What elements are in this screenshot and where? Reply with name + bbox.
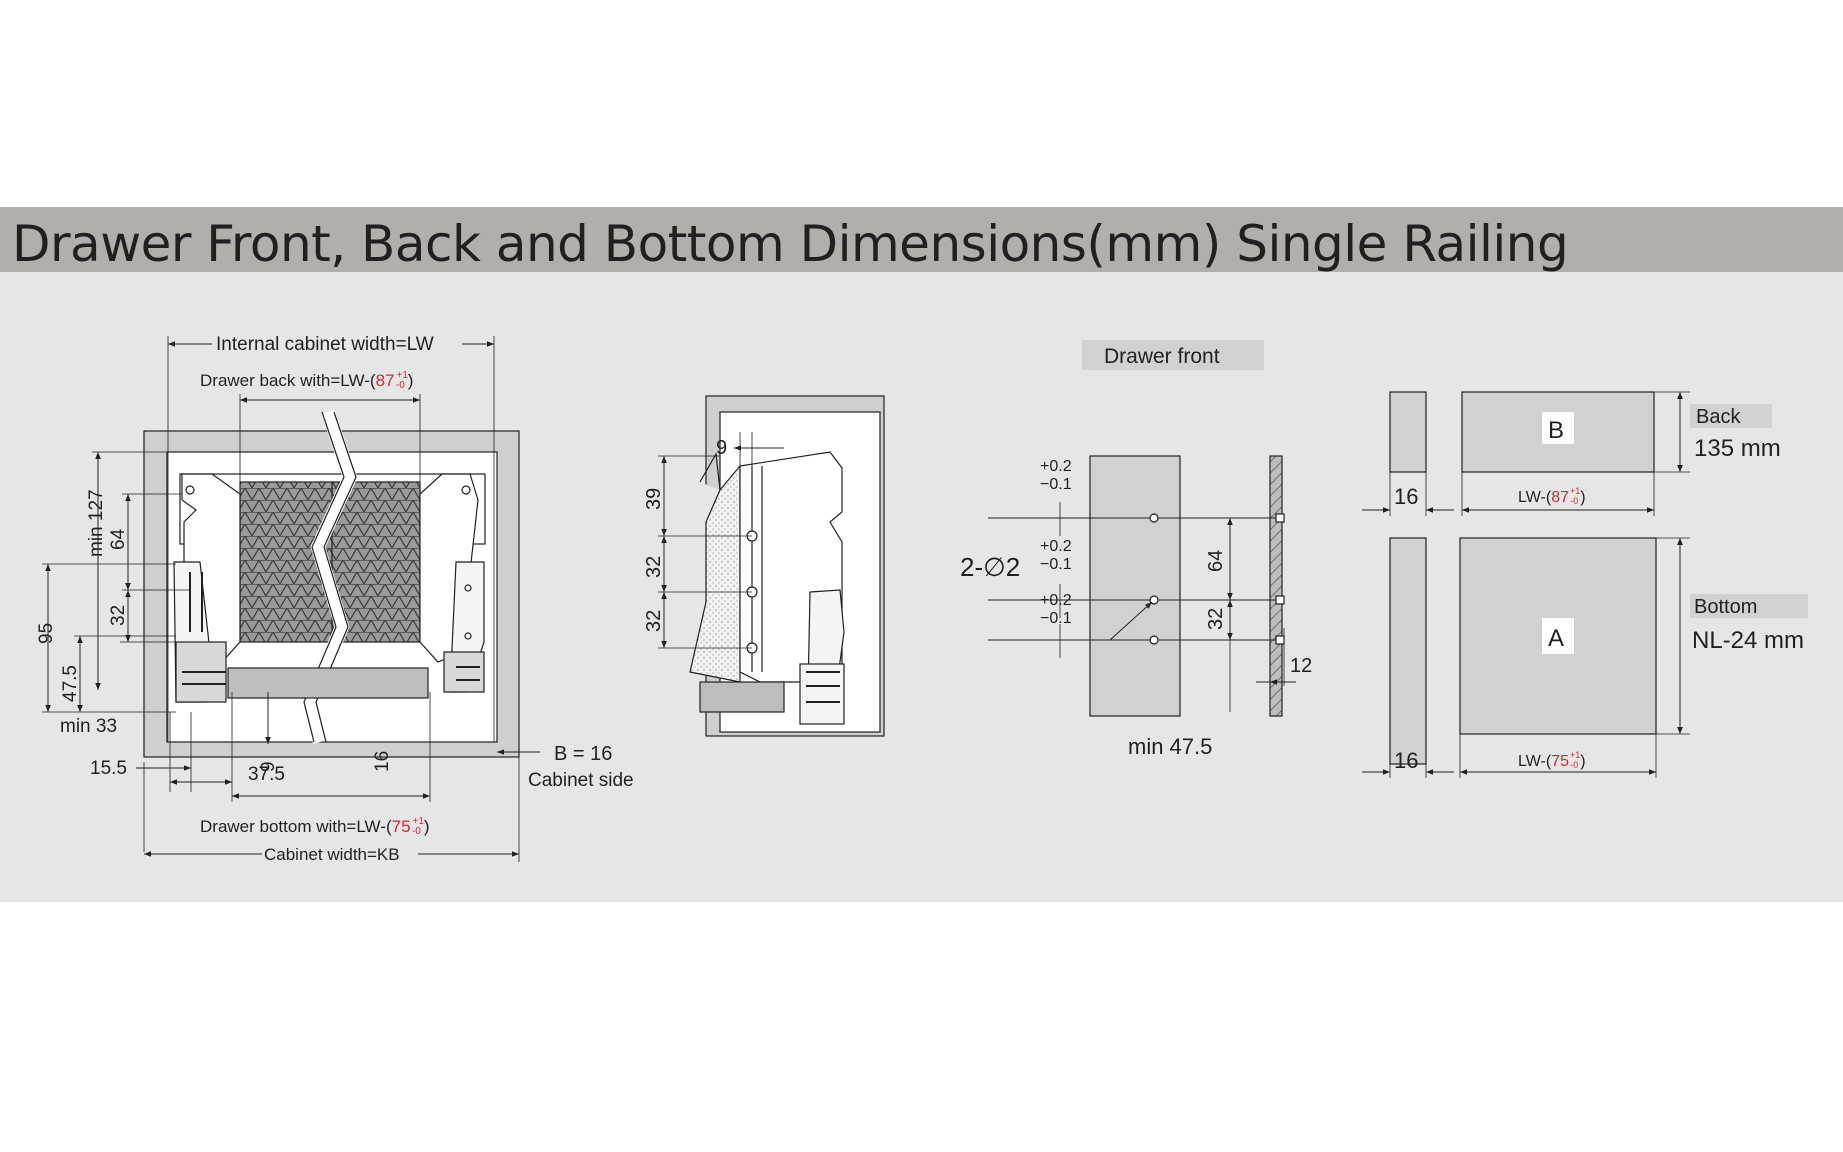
drawer-front-title: Drawer front	[1104, 345, 1220, 368]
detail-bottom	[699, 681, 785, 713]
dim15-5-label: 15.5	[90, 758, 127, 779]
tol-minus-3: −0.1	[1040, 610, 1072, 627]
holes-label: 2-∅2	[960, 552, 1020, 582]
front-dim64: 64	[1205, 550, 1227, 572]
mesh-right	[331, 481, 421, 643]
bottom-section	[1389, 537, 1427, 765]
panel-a-label: A	[1548, 625, 1564, 652]
view-detail-labels: 9 39 32 32	[643, 437, 727, 632]
bottom-depth: NL-24 mm	[1692, 627, 1804, 654]
detail-dim39: 39	[643, 488, 665, 510]
view-cross-section	[42, 336, 540, 862]
back-section	[1389, 391, 1427, 473]
view-cross-section-labels: Internal cabinet width=LW Drawer back wi…	[36, 330, 634, 866]
dim37-5-label: 37.5	[248, 764, 285, 785]
tol-plus-1: +0.2	[1040, 458, 1072, 475]
dim47-5-label: 47.5	[60, 665, 81, 702]
bottom-width-label: Drawer bottom with=LW-(75+1-0)	[200, 816, 430, 837]
dim32-label: 32	[108, 605, 129, 626]
view-panels	[1362, 391, 1808, 778]
dim16-label: 16	[372, 751, 393, 772]
drawer-front-section	[1269, 455, 1283, 717]
dim9-label: 9	[258, 761, 279, 772]
front-dim32: 32	[1205, 608, 1227, 630]
diagram-panel: Internal cabinet width=LW Drawer back wi…	[0, 272, 1843, 902]
tol-minus-1: −0.1	[1040, 476, 1072, 493]
break-line	[302, 409, 358, 744]
view-detail	[658, 395, 885, 742]
detail-dim32a: 32	[643, 556, 665, 578]
bottom-thickness: 16	[1394, 748, 1418, 773]
front-min47-5: min 47.5	[1128, 734, 1212, 759]
bottom-width-lw: LW-(75+1-0)	[1518, 750, 1586, 770]
detail-dim32b: 32	[643, 610, 665, 632]
view-drawer-front-labels: Drawer front +0.2 −0.1 +0.2 −0.1 +0.2 −0…	[960, 345, 1312, 759]
view-panels-labels: 16 B LW-(87+1-0) Back 135 mm 16 A LW-(75…	[1394, 406, 1804, 773]
page-title: Drawer Front, Back and Bottom Dimensions…	[12, 215, 1569, 273]
back-height: 135 mm	[1694, 435, 1781, 462]
b16-label: B = 16	[554, 743, 612, 765]
view-drawer-front	[988, 340, 1296, 717]
cabinet-width-label: Cabinet width=KB	[264, 845, 400, 864]
back-tag: Back	[1696, 406, 1741, 428]
back-width-label: Drawer back with=LW-(87+1-0)	[200, 370, 413, 391]
tol-plus-3: +0.2	[1040, 592, 1072, 609]
back-width-lw: LW-(87+1-0)	[1518, 486, 1586, 506]
bottom-tag: Bottom	[1694, 596, 1757, 618]
back-thickness: 16	[1394, 484, 1418, 509]
panel-b-label: B	[1548, 417, 1564, 444]
detail-dim9: 9	[716, 437, 727, 459]
drawer-bottom-panel	[227, 667, 429, 699]
dim64-label: 64	[108, 528, 129, 550]
detail-front-panel	[676, 402, 720, 742]
dim95-label: 95	[36, 623, 57, 644]
cabinet-side-label: Cabinet side	[528, 770, 634, 791]
tol-plus-2: +0.2	[1040, 538, 1072, 555]
technical-drawing: Internal cabinet width=LW Drawer back wi…	[36, 330, 1808, 866]
drawer-front-panel	[1089, 455, 1181, 717]
tol-minus-2: −0.1	[1040, 556, 1072, 573]
min127-label: min 127	[86, 489, 107, 557]
min33-label: min 33	[60, 716, 117, 737]
title-bar: Drawer Front, Back and Bottom Dimensions…	[0, 207, 1843, 273]
front-dim12: 12	[1290, 655, 1312, 677]
internal-width-label: Internal cabinet width=LW	[216, 334, 434, 355]
